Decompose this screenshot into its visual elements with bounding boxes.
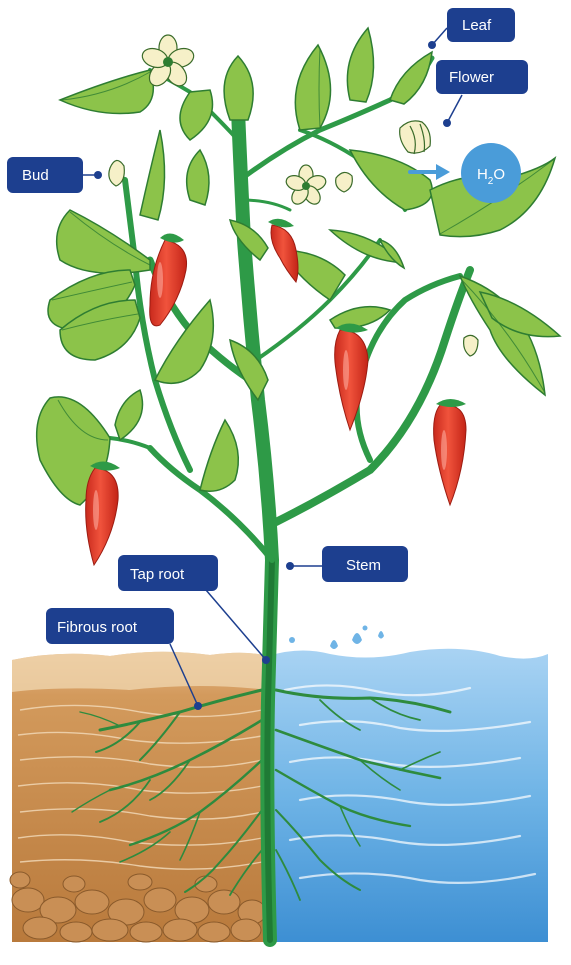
label-flower: Flower xyxy=(436,60,528,127)
label-stem-text: Stem xyxy=(346,557,381,574)
label-bud: Bud xyxy=(7,157,102,193)
label-flower-text: Flower xyxy=(449,69,494,86)
bud-shape xyxy=(109,160,124,186)
h2o-badge: H2O xyxy=(461,143,521,203)
label-fibrous-root-text: Fibrous root xyxy=(57,619,138,636)
flower-mid xyxy=(284,165,327,207)
water-section xyxy=(268,626,548,943)
flower-drooping xyxy=(400,121,431,154)
label-stem: Stem xyxy=(286,546,408,582)
h2o-main: H xyxy=(477,166,488,183)
label-bud-text: Bud xyxy=(22,167,49,184)
label-leaf: Leaf xyxy=(428,8,515,49)
label-tap-root-text: Tap root xyxy=(130,566,185,583)
soil-section xyxy=(10,652,268,942)
label-leaf-text: Leaf xyxy=(462,17,492,34)
h2o-suffix: O xyxy=(493,166,505,183)
